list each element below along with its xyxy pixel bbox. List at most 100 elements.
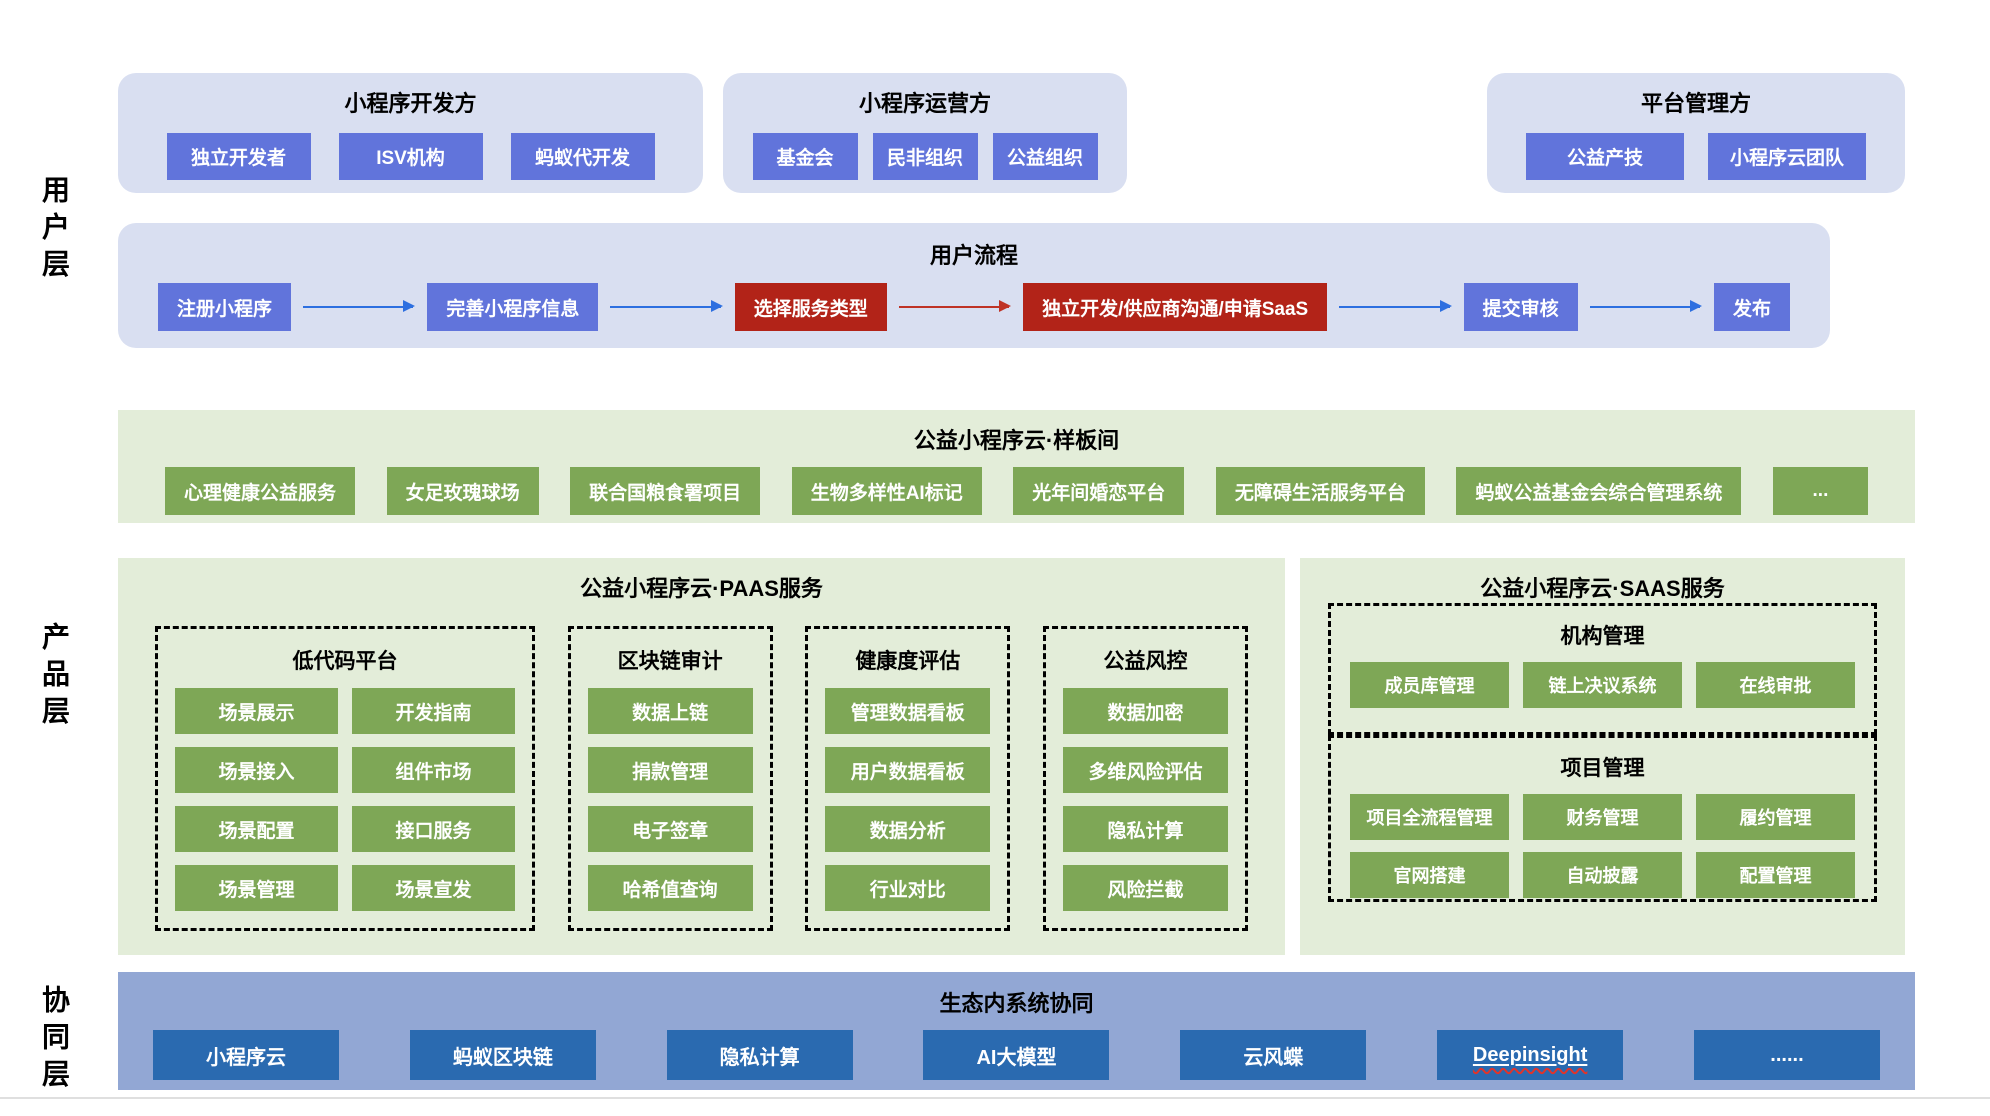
paas-chip: 隐私计算: [1062, 806, 1228, 852]
stakeholder-chip: 基金会: [752, 133, 858, 180]
saas-chip: 财务管理: [1523, 794, 1682, 840]
group-charity-risk: 公益风控 数据加密多维风险评估隐私计算风险拦截: [1042, 626, 1248, 931]
page-bottom-edge: [0, 1097, 1990, 1099]
ecosystem-title: 生态内系统协同: [939, 991, 1094, 1016]
ecosystem-chip: 蚂蚁区块链: [409, 1030, 596, 1080]
showroom-items: 心理健康公益服务女足玫瑰球场联合国粮食署项目生物多样性AI标记光年间婚恋平台无障…: [118, 467, 1915, 515]
stakeholder-chip: 独立开发者: [166, 133, 311, 180]
layer-label-user: 用户层: [39, 175, 70, 286]
stakeholder-chip: ISV机构: [338, 133, 483, 180]
layer-label-product: 产品层: [39, 622, 70, 733]
stakeholder-chip: 民非组织: [872, 133, 978, 180]
ecosystem-items: 小程序云 蚂蚁区块链 隐私计算 AI大模型 云风蝶 Deepinsight......: [118, 1030, 1915, 1080]
paas-chip: 数据加密: [1062, 688, 1228, 734]
group-blockchain-audit: 区块链审计 数据上链捐款管理电子签章哈希值查询: [567, 626, 773, 931]
panel-operators-title: 小程序运营方: [858, 91, 991, 116]
saas-chip: 配置管理: [1696, 852, 1855, 898]
panel-platform-admin-items: 公益产技小程序云团队: [1487, 133, 1905, 180]
paas-chip: 捐款管理: [587, 747, 753, 793]
paas-chip: 管理数据看板: [825, 688, 991, 734]
panel-operators: 小程序运营方 基金会民非组织公益组织: [723, 73, 1127, 193]
paas-chip: 风险拦截: [1062, 865, 1228, 911]
saas-chip: 成员库管理: [1350, 662, 1509, 708]
flow-arrow-icon: [610, 301, 724, 312]
showroom-chip: 联合国粮食署项目: [570, 467, 761, 515]
paas-chip: 场景接入: [175, 747, 338, 793]
user-flow-panel: 用户流程 注册小程序完善小程序信息选择服务类型独立开发/供应商沟通/申请SaaS…: [118, 223, 1830, 348]
paas-title: 公益小程序云·PAAS服务: [580, 576, 823, 601]
panel-platform-admin-title: 平台管理方: [1640, 91, 1751, 116]
paas-chip: 哈希值查询: [587, 865, 753, 911]
ecosystem-chip: ......: [1693, 1030, 1880, 1080]
ecosystem-chip: Deepinsight: [1437, 1030, 1624, 1080]
paas-chip: 场景宣发: [352, 865, 515, 911]
flow-arrow-icon: [303, 301, 416, 312]
ecosystem-chip: 云风蝶: [1180, 1030, 1367, 1080]
saas-chip: 官网搭建: [1350, 852, 1509, 898]
panel-developers-items: 独立开发者 ISV机构蚂蚁代开发: [118, 133, 703, 180]
panel-platform-admin: 平台管理方 公益产技小程序云团队: [1487, 73, 1905, 193]
panel-developers: 小程序开发方 独立开发者 ISV机构蚂蚁代开发: [118, 73, 703, 193]
flow-arrow-icon: [898, 301, 1012, 312]
showroom-chip: 蚂蚁公益基金会综合管理系统: [1456, 467, 1742, 515]
paas-chip: 场景管理: [175, 865, 338, 911]
paas-chip: 行业对比: [825, 865, 991, 911]
stakeholder-row: 小程序开发方 独立开发者 ISV机构蚂蚁代开发 小程序运营方 基金会民非组织公益组…: [118, 73, 1905, 193]
group-org-title: 机构管理: [1560, 625, 1645, 648]
panel-developers-title: 小程序开发方: [344, 91, 477, 116]
saas-chip: 在线审批: [1696, 662, 1855, 708]
saas-chip: 自动披露: [1523, 852, 1682, 898]
product-row: 公益小程序云·PAAS服务 低代码平台 场景展示开发指南场景接入组件市场场景配置…: [118, 558, 1905, 955]
ecosystem-chip: 隐私计算: [666, 1030, 853, 1080]
layer-label-collab: 协同层: [39, 985, 70, 1096]
paas-chip: 场景展示: [175, 688, 338, 734]
showroom-title: 公益小程序云·样板间: [913, 428, 1120, 453]
flow-arrow-icon: [1339, 301, 1452, 312]
showroom-chip: 心理健康公益服务: [165, 467, 356, 515]
flow-arrow-icon: [1589, 301, 1703, 312]
showroom-chip: 光年间婚恋平台: [1013, 467, 1185, 515]
group-blockchain-title: 区块链审计: [617, 650, 723, 673]
flow-step: 选择服务类型: [734, 283, 887, 331]
ecosystem-chip: AI大模型: [923, 1030, 1110, 1080]
paas-chip: 多维风险评估: [1062, 747, 1228, 793]
flow-step: 完善小程序信息: [427, 283, 599, 331]
saas-chip: 项目全流程管理: [1350, 794, 1509, 840]
group-project-management: 项目管理 项目全流程管理财务管理履约管理官网搭建自动披露配置管理: [1328, 735, 1877, 902]
showroom-panel: 公益小程序云·样板间 心理健康公益服务女足玫瑰球场联合国粮食署项目生物多样性AI…: [118, 410, 1915, 523]
flow-step: 独立开发/供应商沟通/申请SaaS: [1023, 283, 1328, 331]
saas-panel: 公益小程序云·SAAS服务 机构管理 成员库管理链上决议系统在线审批 项目管理 …: [1300, 558, 1905, 955]
stakeholder-chip: 公益组织: [992, 133, 1098, 180]
paas-chip: 数据上链: [587, 688, 753, 734]
saas-chip: 链上决议系统: [1523, 662, 1682, 708]
group-lowcode-platform: 低代码平台 场景展示开发指南场景接入组件市场场景配置接口服务场景管理场景宣发: [155, 626, 535, 931]
paas-chip: 数据分析: [825, 806, 991, 852]
stakeholder-chip: 公益产技: [1526, 133, 1684, 180]
flow-step: 提交审核: [1463, 283, 1578, 331]
paas-chip: 组件市场: [352, 747, 515, 793]
showroom-chip: 无障碍生活服务平台: [1215, 467, 1425, 515]
diagram-main: 小程序开发方 独立开发者 ISV机构蚂蚁代开发 小程序运营方 基金会民非组织公益组…: [118, 0, 1915, 1090]
panel-operators-items: 基金会民非组织公益组织: [723, 133, 1127, 180]
ecosystem-chip: 小程序云: [153, 1030, 339, 1080]
paas-chip: 电子签章: [587, 806, 753, 852]
group-org-management: 机构管理 成员库管理链上决议系统在线审批: [1328, 603, 1877, 735]
saas-chip: 履约管理: [1696, 794, 1855, 840]
group-project-title: 项目管理: [1560, 757, 1645, 780]
saas-title: 公益小程序云·SAAS服务: [1480, 576, 1725, 601]
paas-chip: 开发指南: [352, 688, 515, 734]
group-risk-title: 公益风控: [1103, 650, 1188, 673]
paas-panel: 公益小程序云·PAAS服务 低代码平台 场景展示开发指南场景接入组件市场场景配置…: [118, 558, 1285, 955]
stakeholder-chip: 蚂蚁代开发: [510, 133, 655, 180]
user-flow-title: 用户流程: [929, 243, 1018, 268]
paas-chip: 用户数据看板: [825, 747, 991, 793]
paas-chip: 场景配置: [175, 806, 338, 852]
ecosystem-panel: 生态内系统协同 小程序云 蚂蚁区块链 隐私计算 AI大模型 云风蝶 Deepinsight…: [118, 972, 1915, 1090]
showroom-chip: 女足玫瑰球场: [386, 467, 539, 515]
paas-groups: 低代码平台 场景展示开发指南场景接入组件市场场景配置接口服务场景管理场景宣发 区…: [118, 626, 1285, 931]
group-lowcode-title: 低代码平台: [292, 650, 398, 673]
group-health-evaluation: 健康度评估 管理数据看板用户数据看板数据分析行业对比: [805, 626, 1011, 931]
showroom-chip: ...: [1772, 467, 1868, 515]
group-health-title: 健康度评估: [855, 650, 961, 673]
